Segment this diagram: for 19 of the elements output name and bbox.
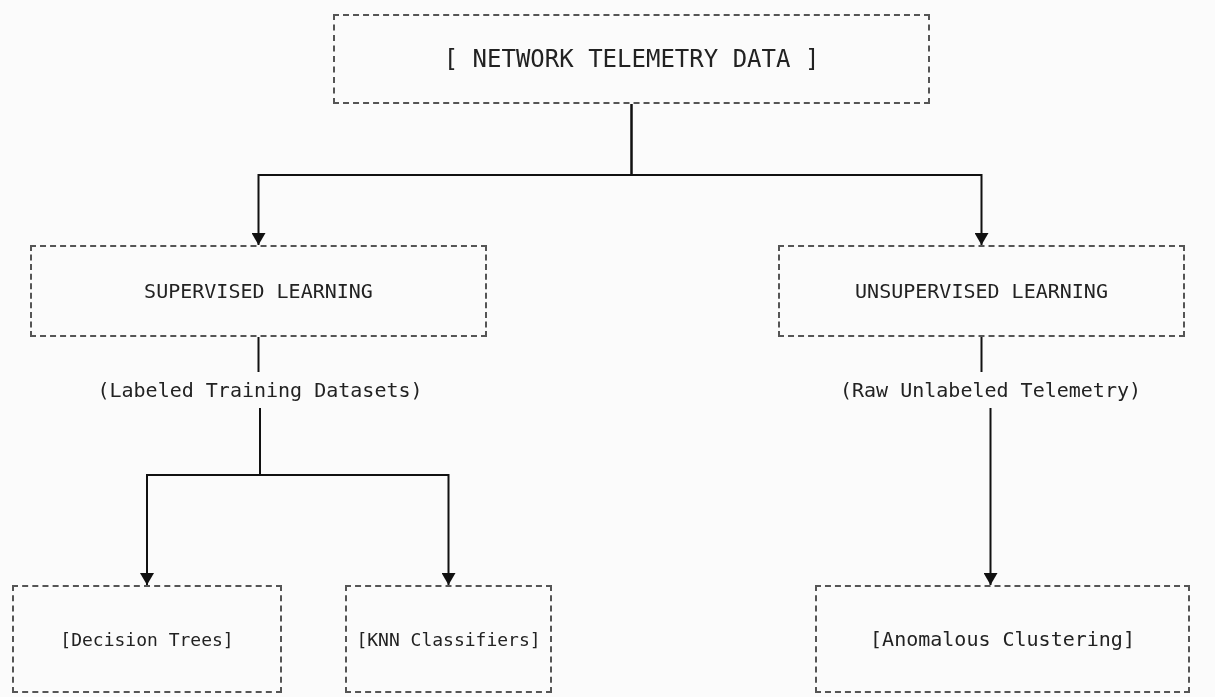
connector-line — [257, 336, 260, 373]
dashed-box — [815, 585, 1190, 693]
branch-label: (Raw Unlabeled Telemetry) — [840, 378, 1141, 402]
dashed-box — [345, 585, 552, 693]
arrow — [259, 407, 456, 586]
box-label: [Decision Trees] — [60, 628, 234, 650]
box-label: SUPERVISED LEARNING — [144, 279, 373, 303]
arrow — [983, 407, 998, 586]
dashed-box — [333, 14, 930, 104]
box-label: [ NETWORK TELEMETRY DATA ] — [443, 45, 820, 73]
dashed-box — [30, 245, 487, 337]
dashed-box — [12, 585, 282, 693]
box-label: [KNN Classifiers] — [356, 628, 541, 650]
box-label: UNSUPERVISED LEARNING — [855, 279, 1108, 303]
connector-line — [980, 336, 983, 373]
dashed-box — [778, 245, 1185, 337]
arrow — [630, 103, 989, 246]
branch-label: (Labeled Training Datasets) — [97, 378, 423, 402]
box-label: [Anomalous Clustering] — [870, 627, 1135, 651]
